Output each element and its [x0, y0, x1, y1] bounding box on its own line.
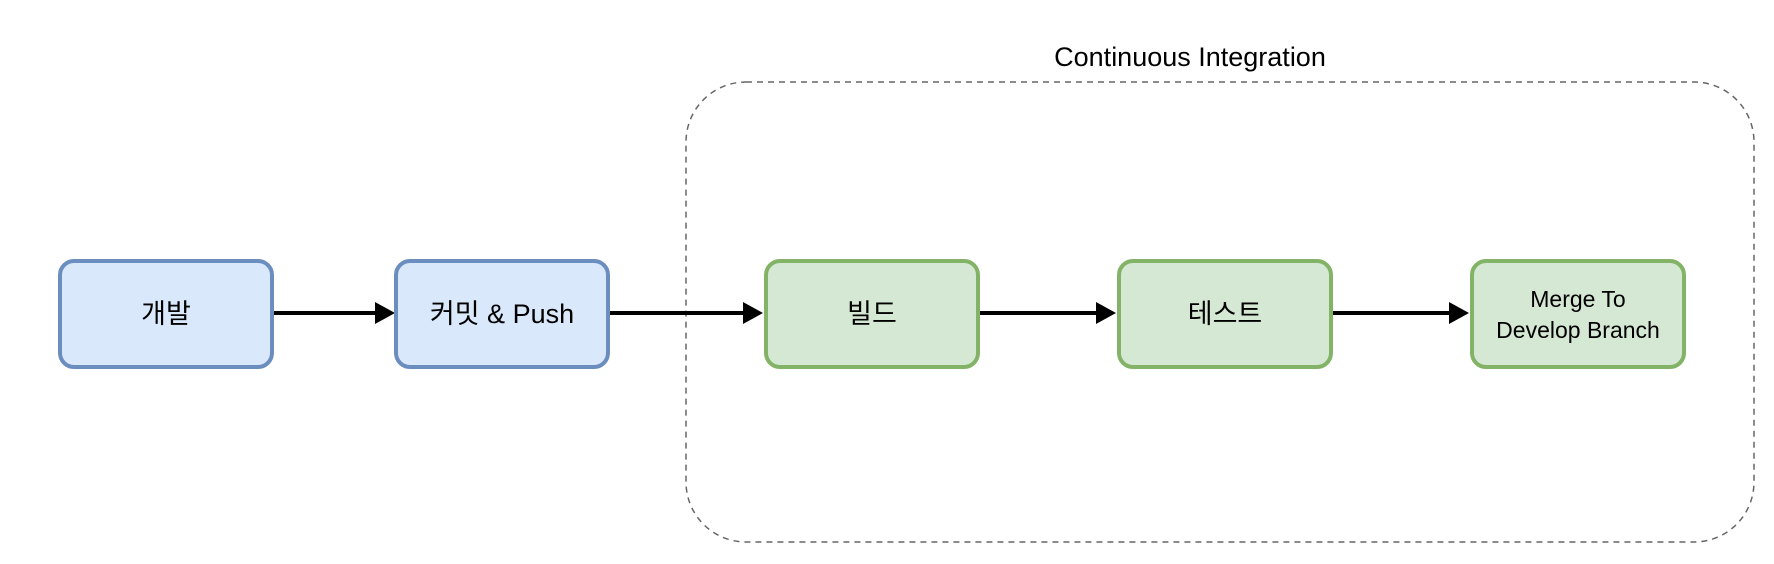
- node-develop[interactable]: 개발: [58, 259, 274, 369]
- node-build-label: 빌드: [847, 299, 897, 329]
- arrowhead-develop-to-commit: [375, 302, 395, 324]
- node-develop-label: 개발: [141, 299, 191, 329]
- node-test[interactable]: 테스트: [1117, 259, 1333, 369]
- arrowhead-commit-to-build: [743, 302, 763, 324]
- ci-group-title: Continuous Integration: [1054, 42, 1326, 72]
- node-commit-push[interactable]: 커밋 & Push: [394, 259, 610, 369]
- node-build[interactable]: 빌드: [764, 259, 980, 369]
- node-test-label: 테스트: [1188, 299, 1263, 329]
- node-merge-label-line1: Merge To: [1530, 286, 1625, 312]
- ci-group: Continuous Integration: [685, 42, 1755, 543]
- node-merge-box[interactable]: [1470, 259, 1686, 369]
- node-commit-push-label: 커밋 & Push: [430, 299, 574, 329]
- node-commit-push-box[interactable]: [394, 259, 610, 369]
- node-merge-label-line2: Develop Branch: [1496, 317, 1660, 343]
- edges: [273, 302, 1469, 324]
- node-merge[interactable]: Merge To Develop Branch: [1470, 259, 1686, 369]
- arrowhead-test-to-merge: [1449, 302, 1469, 324]
- node-build-box[interactable]: [764, 259, 980, 369]
- arrowhead-build-to-test: [1096, 302, 1116, 324]
- node-test-box[interactable]: [1117, 259, 1333, 369]
- node-develop-box[interactable]: [58, 259, 274, 369]
